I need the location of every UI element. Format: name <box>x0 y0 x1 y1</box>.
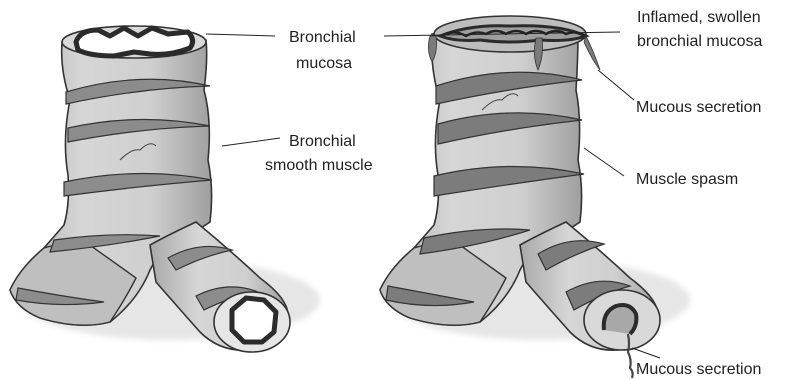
label-bronchial-mucosa-2: mucosa <box>296 55 352 72</box>
leader-mucous-secretion-top <box>598 70 634 100</box>
label-inflamed-1: Inflamed, swollen <box>637 9 761 26</box>
label-mucous-secretion-top: Mucous secretion <box>636 99 761 116</box>
label-bronchial-smooth-muscle-2: smooth muscle <box>265 157 373 174</box>
asthmatic-bronchus <box>380 16 690 378</box>
normal-mucosa-ring-bottom <box>232 298 276 342</box>
asthma-swollen-mucosa-bottom <box>604 305 637 334</box>
leader-bronchial-mucosa <box>206 34 275 36</box>
leader-bronchial-smooth-muscle <box>222 138 280 146</box>
leader-mucous-secretion-bottom <box>632 348 660 358</box>
label-bronchial-smooth-muscle-1: Bronchial <box>289 133 356 150</box>
normal-bronchus <box>10 26 320 352</box>
label-inflamed-2: bronchial mucosa <box>637 33 763 50</box>
leader-muscle-spasm <box>584 148 624 176</box>
label-muscle-spasm: Muscle spasm <box>636 171 738 188</box>
label-mucous-secretion-bottom: Mucous secretion <box>636 361 761 378</box>
label-bronchial-mucosa-1: Bronchial <box>289 29 356 46</box>
normal-mucosa-ring-top <box>76 28 193 56</box>
